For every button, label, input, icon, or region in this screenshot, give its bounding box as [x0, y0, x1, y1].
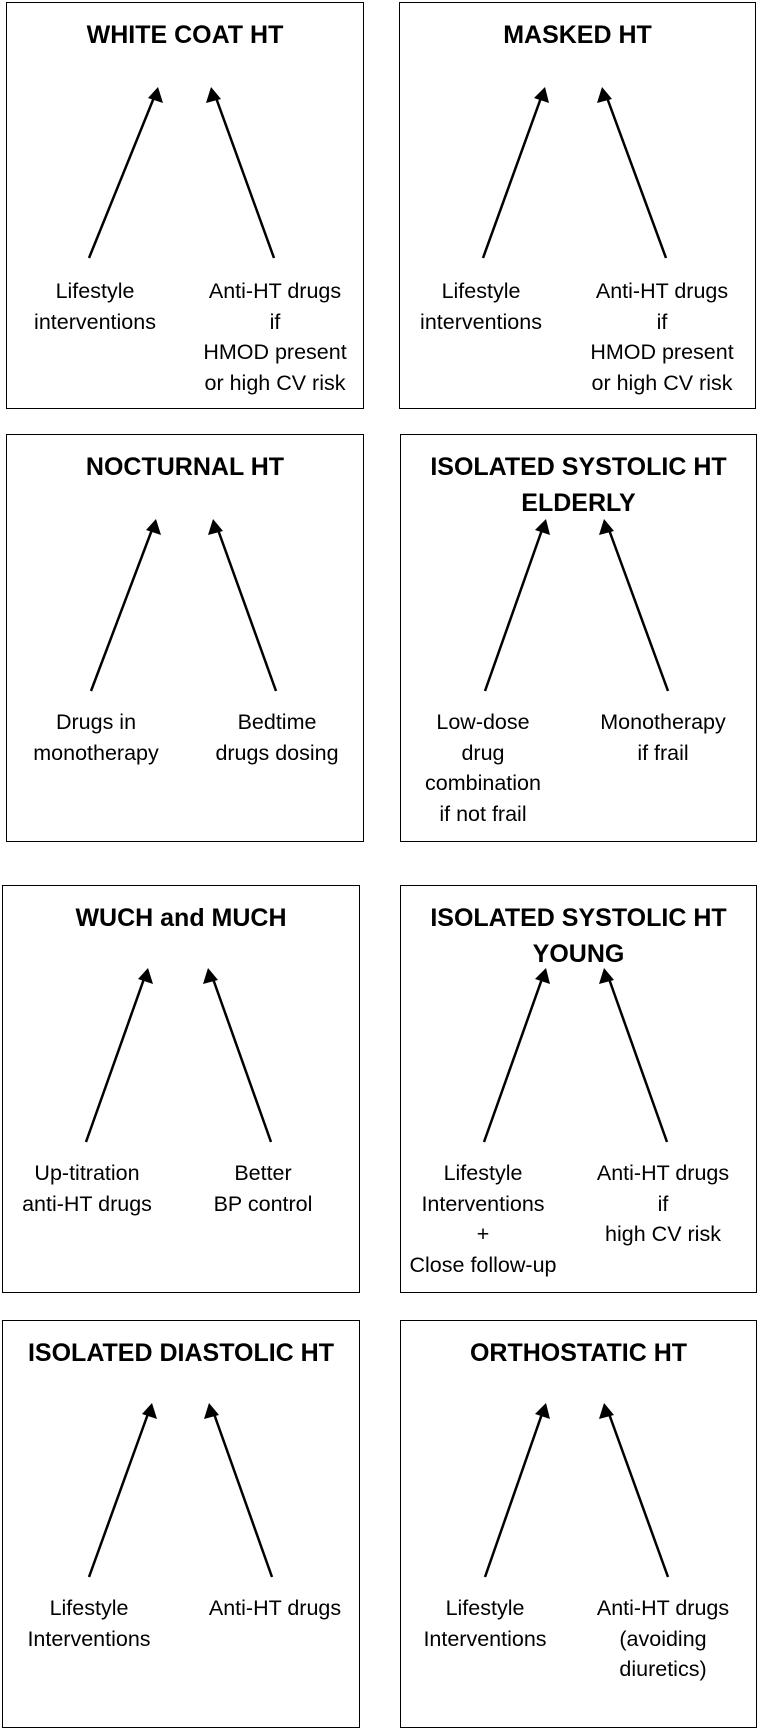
- left-arrowhead: [142, 1403, 157, 1419]
- right-arrowhead: [599, 968, 614, 984]
- left-arrowhead: [146, 519, 161, 535]
- panel-masked-ht: MASKED HT Lifestyle interventions Anti-H…: [399, 2, 756, 409]
- panel-white-coat-ht: WHITE COAT HT Lifestyle interventions An…: [6, 2, 364, 409]
- left-option: Up-titration anti-HT drugs: [22, 1161, 152, 1216]
- right-arrow: [213, 94, 276, 259]
- left-option: Lifestyle Interventions + Close follow-u…: [409, 1161, 557, 1277]
- panel-title: WHITE COAT HT: [86, 21, 284, 49]
- right-option: Better BP control: [213, 1161, 313, 1216]
- left-arrowhead: [534, 87, 549, 103]
- left-option: Lifestyle Interventions: [27, 1596, 151, 1651]
- panel-title: ORTHOSTATIC HT: [469, 1339, 688, 1367]
- left-arrowhead: [148, 87, 163, 103]
- left-arrow: [87, 1410, 151, 1578]
- panel-title: NOCTURNAL HT: [85, 453, 285, 481]
- panel-title: MASKED HT: [503, 21, 652, 49]
- arrows: [87, 87, 276, 259]
- panel-title: WUCH and MUCH: [75, 904, 287, 932]
- right-arrow: [211, 1410, 274, 1578]
- left-option: Lifestyle interventions: [420, 279, 542, 334]
- right-arrow: [604, 94, 668, 259]
- arrows: [483, 1403, 670, 1578]
- right-arrow: [606, 526, 670, 692]
- left-arrow: [87, 94, 157, 259]
- left-arrow: [482, 975, 545, 1143]
- panel-orthostatic-ht: ORTHOSTATIC HT Lifestyle Interventions A…: [400, 1320, 757, 1728]
- right-arrow: [215, 526, 278, 692]
- right-option: Bedtime drugs dosing: [215, 710, 339, 765]
- left-arrow: [483, 526, 545, 692]
- right-arrowhead: [599, 519, 614, 535]
- panel-isolated-systolic-ht-elderly: ISOLATED SYSTOLIC HT ELDERLY Low-dose dr…: [400, 434, 757, 842]
- right-option: Anti-HT drugs: [208, 1596, 342, 1620]
- left-option: Drugs in monotherapy: [33, 710, 159, 765]
- right-arrowhead: [204, 1403, 219, 1419]
- arrows: [84, 968, 273, 1143]
- panel-isolated-systolic-ht-young: ISOLATED SYSTOLIC HT YOUNG Lifestyle Int…: [400, 885, 757, 1293]
- right-option: Anti-HT drugs if high CV risk: [596, 1161, 730, 1246]
- right-arrowhead: [599, 1403, 614, 1419]
- right-arrow: [606, 1410, 670, 1578]
- left-arrowhead: [138, 968, 153, 984]
- panel-wuch-and-much: WUCH and MUCH Up-titration anti-HT drugs…: [2, 885, 360, 1293]
- right-option: Anti-HT drugs if HMOD present or high CV…: [203, 279, 347, 395]
- left-arrowhead: [535, 1403, 550, 1419]
- arrows: [89, 519, 278, 692]
- right-arrow: [210, 975, 273, 1143]
- right-option: Anti-HT drugs (avoiding diuretics): [596, 1596, 730, 1681]
- left-arrowhead: [535, 968, 550, 984]
- arrows: [481, 87, 668, 259]
- panel-title: ISOLATED SYSTOLIC HT ELDERLY: [430, 453, 727, 517]
- panel-title: ISOLATED DIASTOLIC HT: [27, 1339, 335, 1367]
- right-option: Anti-HT drugs if HMOD present or high CV…: [590, 279, 734, 395]
- left-arrow: [84, 975, 147, 1143]
- left-arrowhead: [535, 519, 550, 535]
- right-arrowhead: [597, 87, 612, 103]
- right-option: Monotherapy if frail: [600, 710, 726, 765]
- panel-isolated-diastolic-ht: ISOLATED DIASTOLIC HT Lifestyle Interven…: [2, 1320, 360, 1728]
- left-option: Lifestyle interventions: [34, 279, 156, 334]
- right-arrowhead: [208, 519, 223, 535]
- left-arrow: [483, 1410, 545, 1578]
- arrows: [87, 1403, 274, 1578]
- panel-title: ISOLATED SYSTOLIC HT YOUNG: [430, 904, 727, 968]
- panel-nocturnal-ht: NOCTURNAL HT Drugs in monotherapy Bedtim…: [6, 434, 364, 842]
- left-arrow: [481, 94, 544, 259]
- arrows: [482, 968, 669, 1143]
- left-option: Lifestyle Interventions: [423, 1596, 547, 1651]
- left-arrow: [89, 526, 155, 692]
- arrows: [483, 519, 670, 692]
- left-option: Low-dose drug combination if not frail: [425, 710, 541, 826]
- right-arrowhead: [203, 968, 218, 984]
- right-arrow: [606, 975, 669, 1143]
- right-arrowhead: [206, 87, 221, 103]
